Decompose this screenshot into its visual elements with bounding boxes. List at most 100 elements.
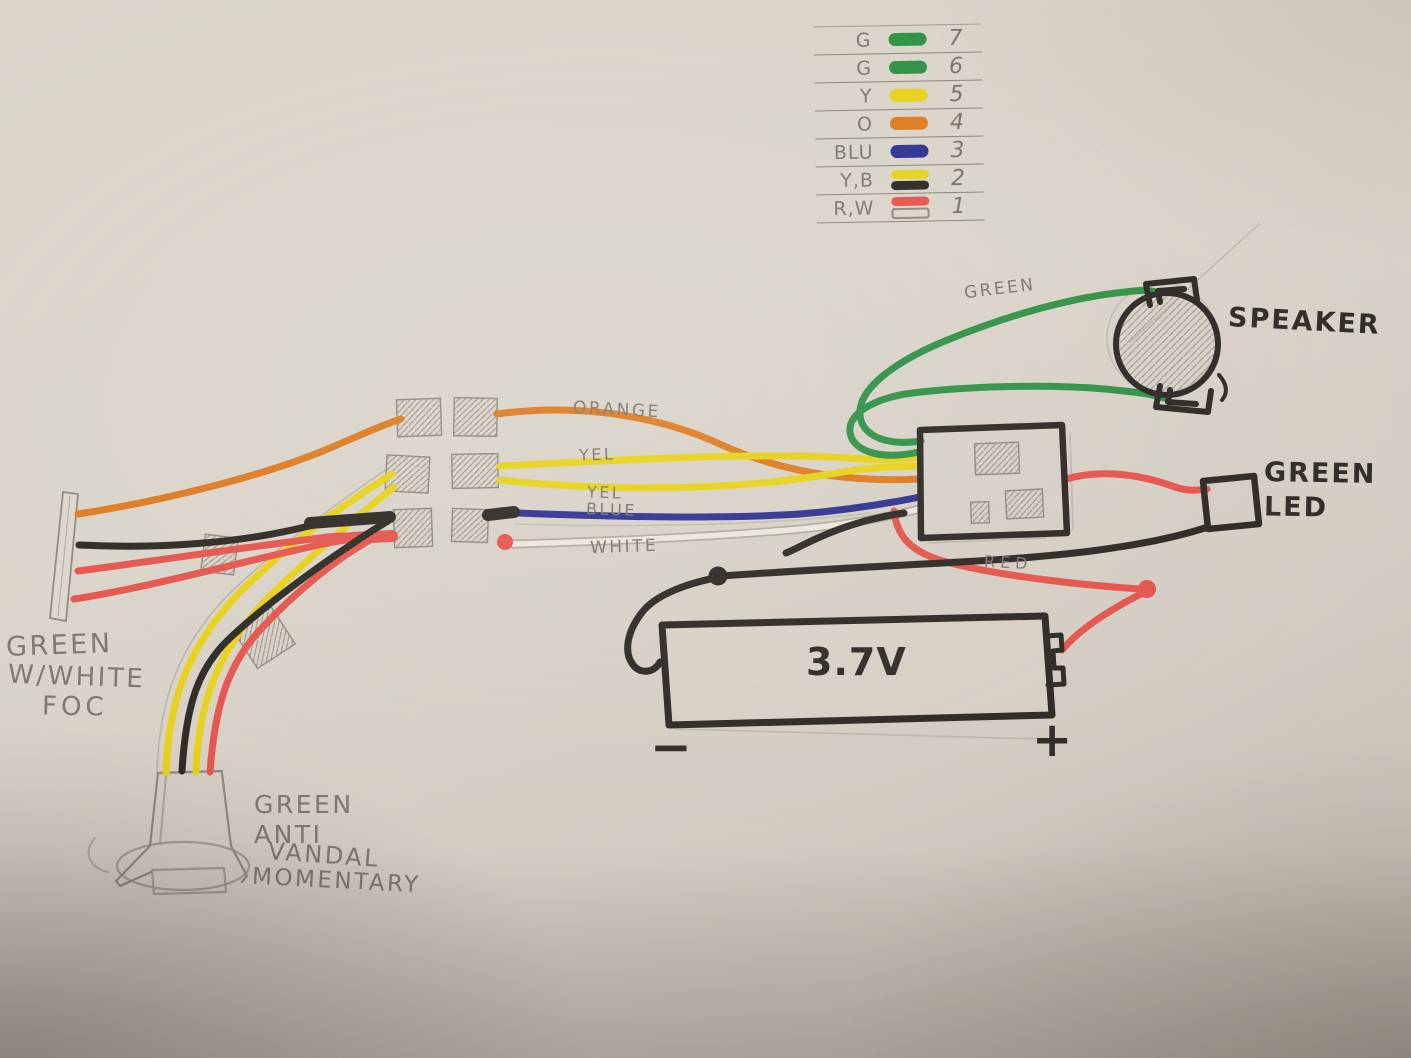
black-wire-board-ground [782,509,908,557]
red-wire-board-to-led [1062,470,1211,494]
green-wires [846,287,1168,459]
led-label-line1: GREEN [1263,457,1377,490]
red-junction-dot [1138,580,1156,598]
momentary-button [87,769,251,896]
yellow-wire-bottom [496,462,924,492]
orange-chip [889,116,929,131]
legend-label: Y,B [840,168,875,192]
yellow-wire-button-a [162,470,396,777]
yellow-wire-top [496,452,924,470]
legend-label: Y [859,84,873,108]
legend-row-6: G 6 [813,52,983,84]
red-cap-on-white [497,534,513,550]
green-chip [888,32,927,47]
white-chip [891,206,930,219]
legend-row-4: O 4 [814,108,984,140]
legend-row-1: R,W 1 [816,192,985,224]
orange-wires [74,406,924,518]
battery-voltage-label: 3.7V [806,640,907,684]
button-cup-inner [158,774,168,846]
button-note-line1: GREEN [254,790,354,819]
blue-wire-outline [515,512,871,527]
button-wire-outline [156,468,388,774]
red-chip [891,195,930,206]
legend-number: 2 [950,165,966,192]
blue-chip [890,144,929,159]
legend-label: G [855,28,872,52]
yellow-chip [890,168,929,179]
green-chip [888,60,928,75]
legend-number: 1 [951,193,966,220]
legend-row-5: Y 5 [814,80,983,112]
legend-row-3: BLU 3 [815,136,984,168]
legend-label: R,W [833,196,875,220]
black-wire-button [178,517,392,775]
orange-wire-connector-to-board [493,406,924,484]
legend-number: 4 [949,109,965,136]
blue-wire [512,493,924,521]
connector-yellow-left [384,454,431,494]
battery-plus-symbol: + [1032,712,1075,768]
wire-legend: G 7 G 6 Y 5 O 4 BLU 3 Y,B [813,23,985,224]
button-skirt [114,844,249,888]
blue-wire-connector-to-board [512,493,924,521]
connector-orange-right [452,396,499,438]
legend-number: 6 [948,53,964,80]
black-wires [75,506,1212,775]
black-wire-led-ground [718,523,1212,580]
red-wire-board-to-junction [890,507,1144,593]
control-board-outline [916,421,1071,542]
yellow-chip [889,88,928,103]
green-led-outline [1199,472,1263,533]
legend-number: 3 [950,137,965,164]
speaker-terminal-bottom [1153,383,1214,415]
legend-row-2: Y,B 2 [815,164,985,196]
board-chip-3 [969,500,991,525]
battery-positive-nub [1043,632,1067,688]
foc-note-line2: W/WHITE [7,659,146,695]
speaker-terminal-top [1143,276,1200,308]
red-wire-strip-2 [70,534,370,603]
foc-note-line3: FOC [41,691,108,723]
legend-label: G [856,56,873,80]
board-chip-1 [973,441,1021,476]
splice-block-b [232,606,297,670]
black-cap-right [482,506,520,521]
component-outlines [658,276,1263,729]
black-wire-to-battery [624,573,724,675]
legend-number: 7 [948,25,963,52]
battery-outline [658,612,1056,729]
green-wire-speaker-top [856,287,1159,446]
connector-blocks [200,294,1217,670]
legend-number: 5 [949,81,964,108]
led-label-line2: LED [1263,491,1329,524]
button-base-rect [150,866,228,896]
red-wire-button [206,536,374,776]
legend-label: O [856,112,874,136]
button-base-ellipse [115,840,251,892]
white-wire-label: WHITE [589,535,659,559]
yellow-top-wire-label: YEL [578,444,616,465]
button-pencil-swoosh [87,836,110,874]
solder-junction-dot [708,566,728,586]
black-chip [890,179,930,190]
board-chip-2 [1004,488,1045,520]
connector-yellow-right [450,452,500,490]
red-wire-label: RED [983,551,1034,574]
speaker-outline-gap-arc [1217,373,1228,402]
red-wire-junction-to-battery [1058,587,1151,654]
button-note-line2: ANTI [254,820,323,849]
foc-note-line1: GREEN [5,628,114,663]
connector-bw-right [450,507,490,544]
legend-row-7: G 7 [813,23,982,56]
orange-wire-strip-to-connector [74,415,405,518]
black-cap-left [304,511,396,529]
speaker-cone-hatch [1117,294,1217,394]
battery-minus-symbol: − [650,718,694,776]
foc-connector-strip [49,490,79,623]
connector-bw-left [392,507,434,549]
green-wire-speaker-bottom [846,382,1168,459]
blue-wire-label: BLUE [585,499,638,520]
